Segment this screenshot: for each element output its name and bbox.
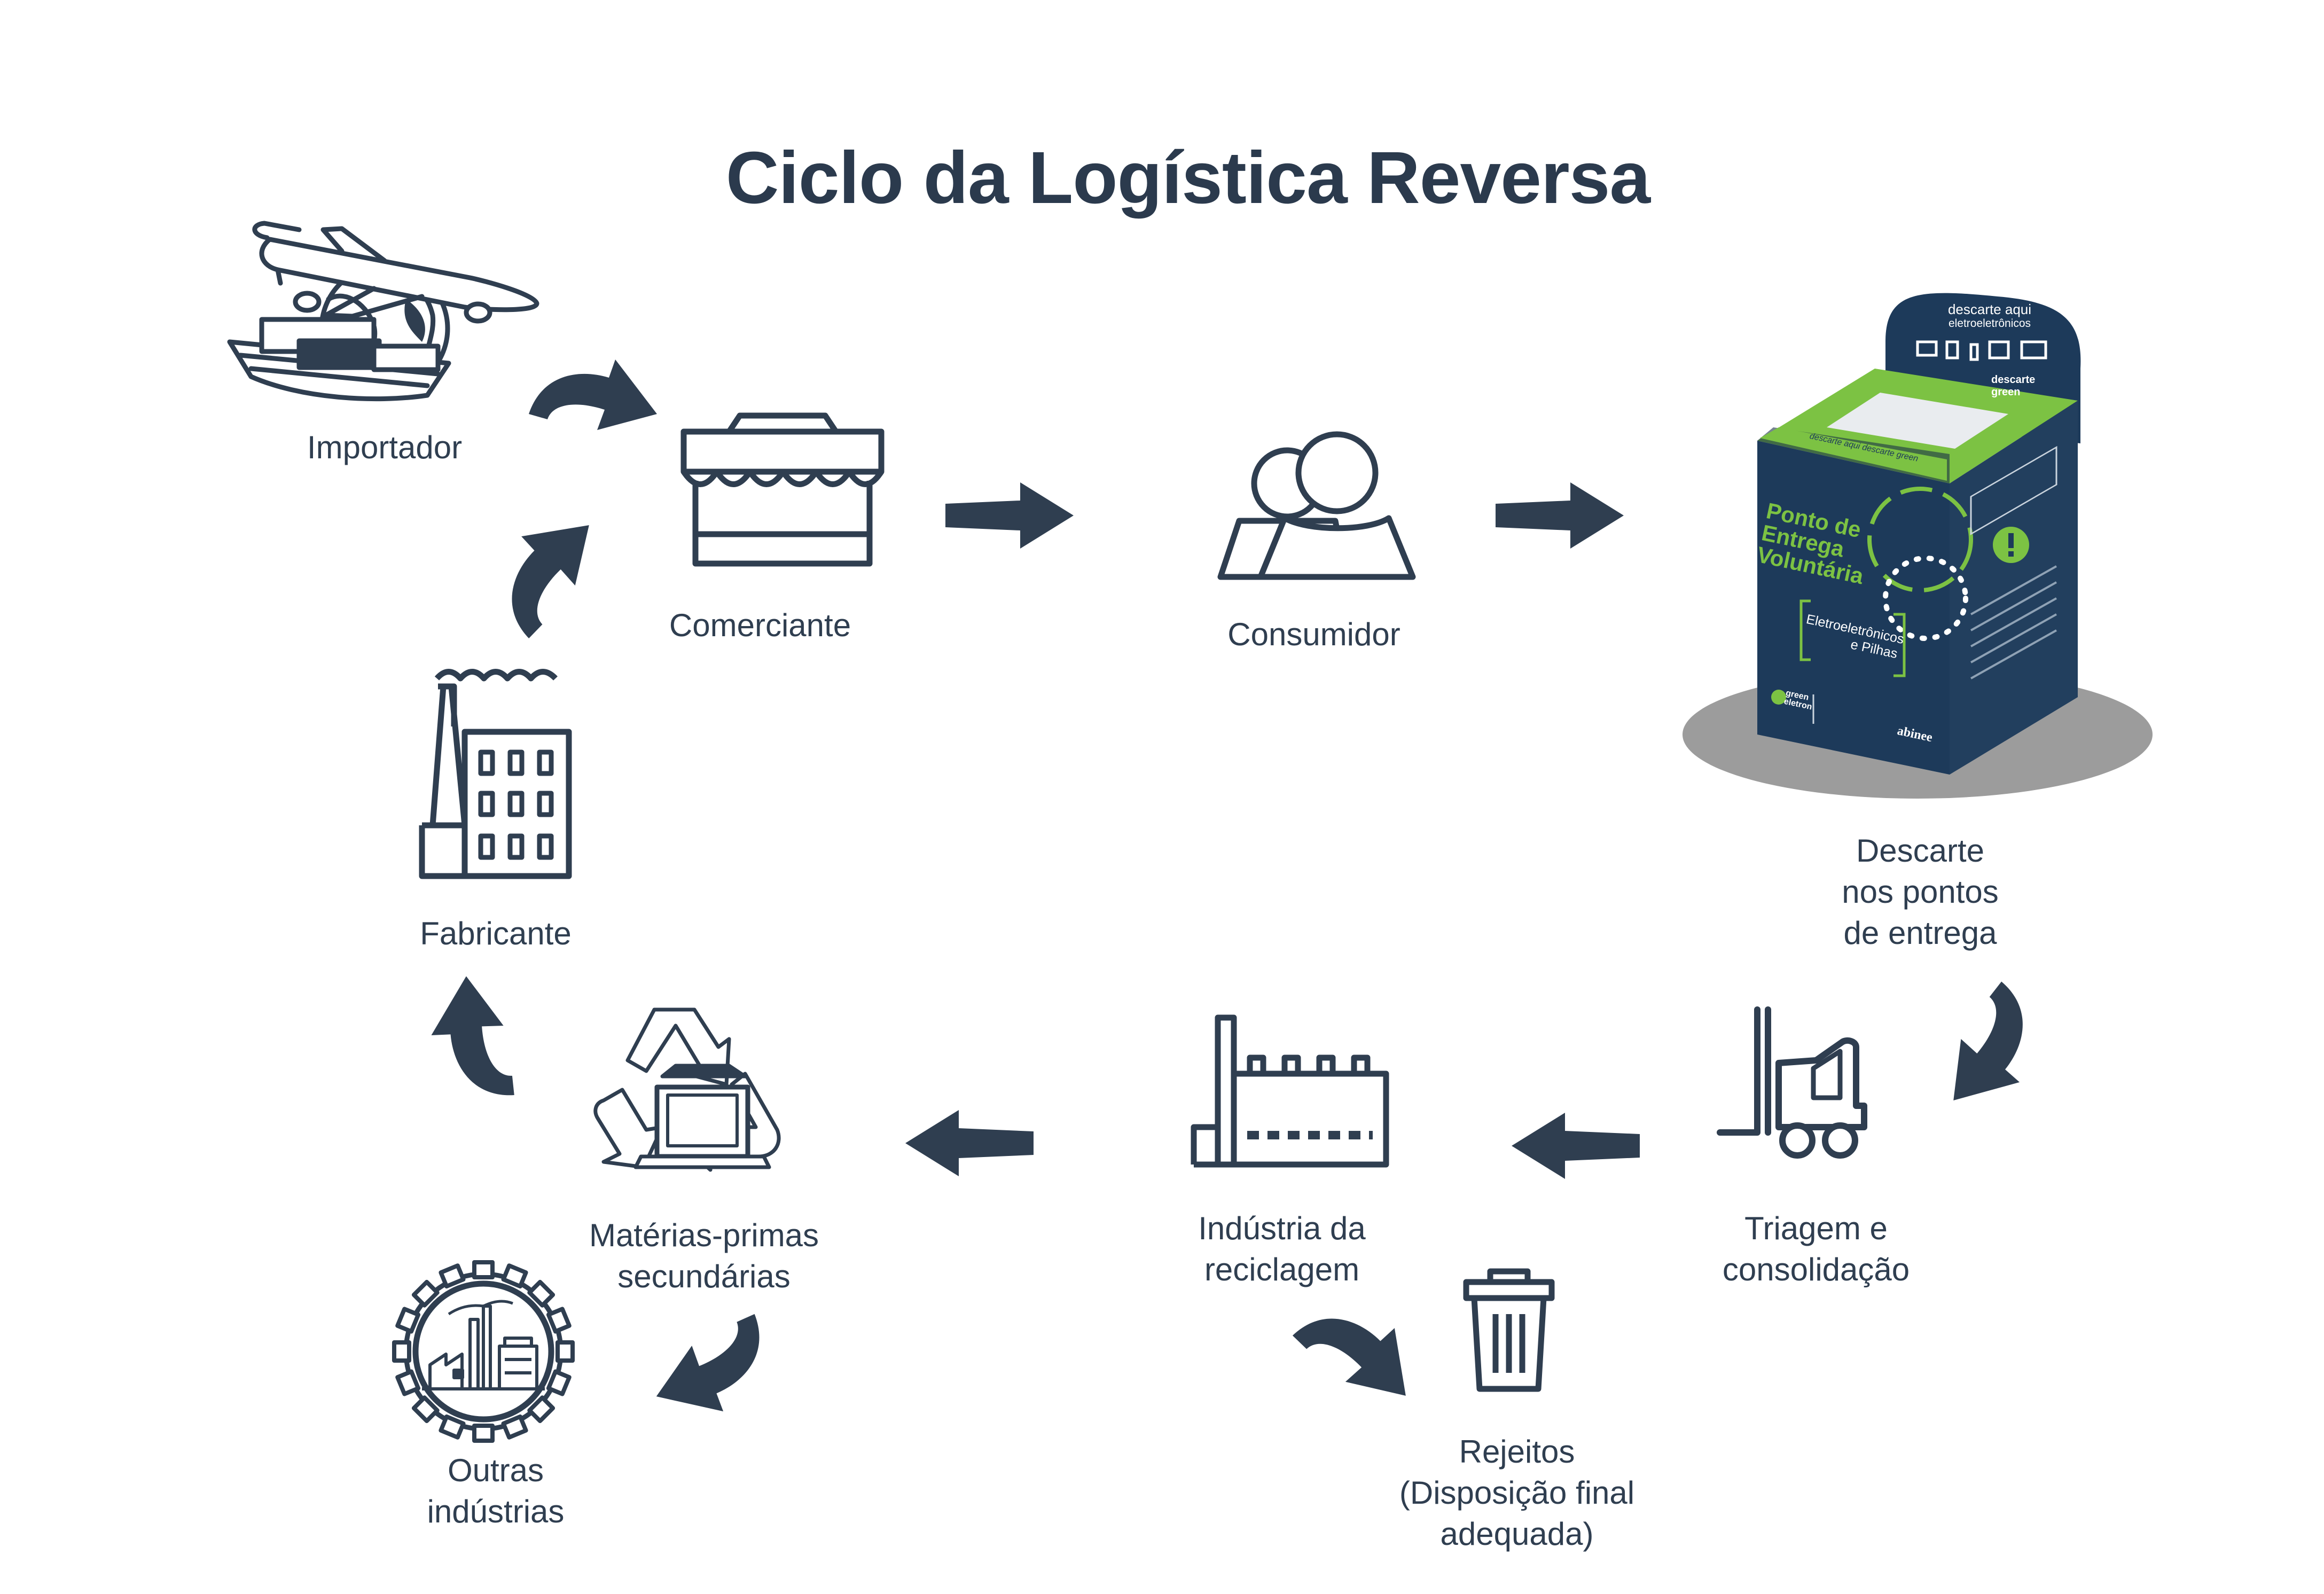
label-triagem-line-1: Triagem e [1744,1210,1888,1246]
label-rejeitos-line-2: (Disposição final [1399,1474,1635,1511]
label-triagem: Triagem e consolidação [1723,1208,1910,1291]
box-top-sub-line: eletroeletrônicos [1948,317,2031,330]
label-rejeitos-line-3: adequada) [1440,1515,1594,1552]
label-industria-line-2: reciclagem [1204,1251,1360,1287]
box-brand: descarte green [1991,374,2036,398]
label-outras-line-2: indústrias [427,1493,565,1529]
recycling-factory-icon [1191,1014,1389,1168]
storefront-icon [680,412,885,567]
label-industria-line-1: Indústria da [1198,1210,1366,1246]
arrow-industria-to-rejeitos [1285,1287,1431,1410]
forklift-icon [1717,1006,1867,1159]
label-materias-line-1: Matérias-primas [589,1217,819,1253]
page-title: Ciclo da Logística Reversa [725,137,1650,219]
label-materias-line-2: secundárias [617,1258,791,1294]
arrow-materias-to-fabricante [416,970,529,1116]
label-fabricante-line: Fabricante [420,916,572,951]
label-materias: Matérias-primas secundárias [589,1215,819,1298]
label-comerciante: Comerciante [669,605,851,646]
label-rejeitos: Rejeitos (Disposição final adequada) [1399,1432,1634,1554]
airplane-ship-globe-icon [227,221,539,402]
arrow-comerciante-to-consumidor [945,482,1074,549]
label-consumidor: Consumidor [1227,614,1400,655]
label-consumidor-line: Consumidor [1227,616,1400,652]
gear-factory-icon [392,1260,575,1443]
label-descarte-line-2: nos pontos [1842,873,1999,910]
label-descarte-line-3: de entrega [1843,915,1997,951]
box-top-text-line: descarte aqui [1947,301,2032,317]
arrow-materias-to-outras [646,1301,790,1439]
people-icon [1217,431,1416,580]
label-triagem-line-2: consolidação [1722,1251,1910,1287]
label-industria: Indústria da reciclagem [1198,1208,1366,1291]
label-descarte-line-1: Descarte [1856,833,1985,869]
label-rejeitos-line-1: Rejeitos [1459,1434,1575,1470]
label-outras-line-1: Outras [447,1452,544,1488]
recycle-laptop-icon [593,1007,781,1172]
trash-can-icon [1463,1268,1555,1392]
arrow-consumidor-to-descarte [1496,482,1624,549]
arrow-descarte-to-triagem [1938,975,2052,1121]
label-importador: Importador [307,427,462,468]
arrow-importador-to-comerciante [529,360,657,430]
box-top-text: descarte aqui eletroeletrônicos [1936,302,2043,330]
label-comerciante-line: Comerciante [669,607,851,643]
collection-box [1683,293,2153,799]
factory-building-icon [419,669,572,879]
label-importador-line: Importador [307,429,463,465]
label-outras: Outras indústrias [427,1450,565,1533]
arrow-industria-to-materias [905,1110,1034,1176]
arrow-fabricante-to-comerciante [481,499,604,646]
arrow-triagem-to-industria [1512,1113,1640,1179]
label-descarte: Descarte nos pontos de entrega [1842,831,1999,954]
label-fabricante: Fabricante [420,913,571,955]
